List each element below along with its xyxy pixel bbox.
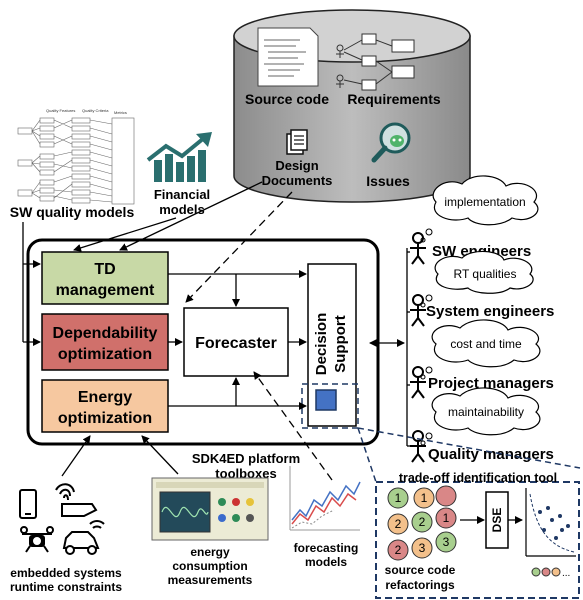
platform-caption-line1: SDK4ED platform <box>192 451 300 466</box>
financial-models-label-line2: models <box>159 202 205 217</box>
smartphone-icon <box>19 489 37 519</box>
internal-flow-arrows <box>168 270 307 410</box>
design-documents-label-line2: Documents <box>262 173 333 188</box>
embedded-devices-icons <box>19 483 105 555</box>
forecasting-models-label-line1: forecasting <box>294 541 359 555</box>
decision-support-label-line1: Decision <box>313 313 330 376</box>
requirements-label: Requirements <box>347 91 441 107</box>
issues-bug-icon <box>371 122 411 163</box>
stakeholder-quality-managers: maintainability Quality managers <box>407 387 554 463</box>
forecaster-box[interactable] <box>183 307 289 377</box>
option-num: 2 <box>395 543 402 557</box>
energy-optimization-box[interactable] <box>41 379 169 433</box>
td-management-box[interactable] <box>41 251 169 305</box>
person-icon <box>410 294 426 327</box>
dependability-label-line2: optimization <box>58 346 152 363</box>
dependability-optimization-box[interactable] <box>41 313 169 371</box>
source-code-document-icon <box>257 27 319 87</box>
fingerprint-hand-icon <box>55 483 98 517</box>
stakeholder-sw-engineers: implementation SW engineers <box>407 175 539 265</box>
option-num: 1 <box>395 491 402 505</box>
energy-label-line1: Energy <box>78 389 132 406</box>
td-management-label-line1: TD <box>94 261 115 278</box>
energy-consumption-label-line1: energy <box>190 545 230 559</box>
drone-camera-icon <box>20 526 54 553</box>
cloud-implementation-icon <box>432 175 539 226</box>
oscilloscope-icon <box>151 477 269 541</box>
option-num: 1 <box>443 511 450 525</box>
refactoring-option <box>435 507 457 529</box>
refactorings-label-line1: source code <box>385 563 456 577</box>
decision-support-label-line2: Support <box>332 315 349 373</box>
embedded-systems-label-line2: runtime constraints <box>10 580 122 594</box>
concern-cost-time: cost and time <box>450 337 522 351</box>
cloud-maintainability-icon <box>431 387 541 436</box>
role-quality-managers: Quality managers <box>428 446 554 463</box>
embedded-systems-label-line1: embedded systems <box>10 566 122 580</box>
stakeholder-project-managers: cost and time Project managers <box>407 319 554 399</box>
qm-header-features: Quality Features <box>46 108 75 113</box>
refactoring-option <box>435 531 457 553</box>
concern-rt-qualities: RT qualities <box>454 267 517 281</box>
forecasting-chart-icon <box>289 466 361 531</box>
tradeoff-zoom-line-right <box>357 427 581 469</box>
source-code-label-line1: Source code <box>245 91 329 107</box>
option-num: 2 <box>395 517 402 531</box>
sw-quality-models-label: SW quality models <box>10 204 135 220</box>
selected-options-row: ... <box>531 567 570 579</box>
design-documents-icon <box>286 129 308 155</box>
issues-label: Issues <box>366 173 410 189</box>
qm-header-metrics: Metrics <box>114 110 127 115</box>
concern-maintainability: maintainability <box>448 405 524 419</box>
concern-implementation: implementation <box>444 195 525 209</box>
refactoring-option <box>435 485 457 507</box>
tradeoff-tool-title: trade-off identification tool <box>399 471 557 485</box>
option-num: 3 <box>443 535 450 549</box>
refactoring-option <box>411 511 433 533</box>
energy-label-line2: optimization <box>58 410 152 427</box>
stakeholder-system-engineers: RT qualities System engineers <box>407 250 554 327</box>
option-num: 2 <box>419 515 426 529</box>
financial-chart-icon <box>146 132 212 182</box>
requirements-usecase-icon <box>336 33 415 91</box>
person-icon <box>410 430 426 463</box>
ellipsis-label: ... <box>562 568 570 579</box>
person-icon <box>410 232 426 265</box>
refactoring-option <box>387 539 409 561</box>
forecasting-models-label-line2: models <box>305 555 347 569</box>
refactoring-option <box>387 513 409 535</box>
platform-caption-line2: toolboxes <box>215 466 276 481</box>
td-management-label-line2: management <box>56 282 155 299</box>
dependability-label-line1: Dependability <box>53 325 158 342</box>
connected-car-icon <box>62 520 105 555</box>
energy-consumption-label-line3: measurements <box>168 573 253 587</box>
financial-models-label-line1: Financial <box>154 187 210 202</box>
refactoring-option <box>411 537 433 559</box>
forecaster-label: Forecaster <box>195 335 277 352</box>
input-arrows <box>22 181 408 481</box>
design-documents-label-line1: Design <box>275 158 318 173</box>
refactoring-option <box>387 487 409 509</box>
energy-consumption-label-line2: consumption <box>172 559 247 573</box>
person-icon <box>410 366 426 399</box>
dse-label: DSE <box>490 508 504 533</box>
pareto-front-icon <box>525 488 576 557</box>
cloud-rt-qualities-icon <box>434 250 534 294</box>
refactoring-options-cluster: 1 1 2 2 1 3 3 2 <box>387 485 457 561</box>
role-project-managers: Project managers <box>428 375 554 392</box>
qm-header-criteria: Quality Criteria <box>82 108 109 113</box>
option-num: 3 <box>419 541 426 555</box>
option-num: 1 <box>421 491 428 505</box>
refactoring-option <box>413 487 435 509</box>
tradeoff-identification-tool-panel[interactable] <box>375 481 580 599</box>
cloud-cost-time-icon <box>431 319 541 368</box>
refactorings-label-line2: refactorings <box>385 578 455 592</box>
role-system-engineers: System engineers <box>426 303 554 320</box>
quality-model-tree-icon: Quality Features Quality Criteria Metric… <box>17 108 135 205</box>
tradeoff-tool-block[interactable] <box>315 389 337 411</box>
